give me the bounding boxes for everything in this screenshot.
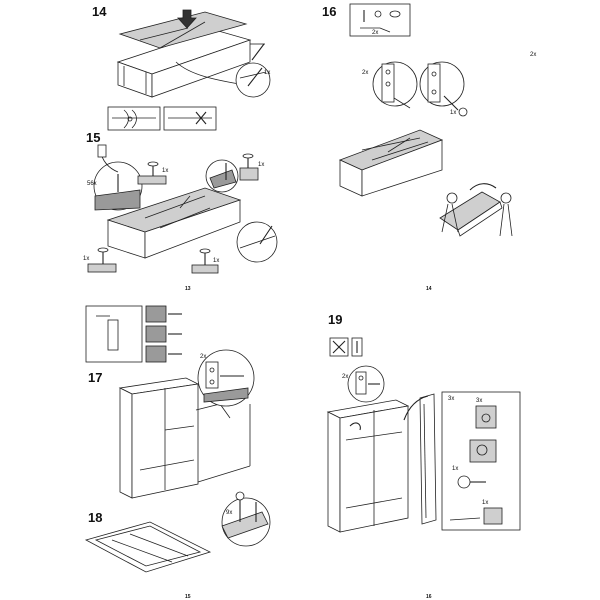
step-15-cabinet-back-illustration <box>106 187 242 259</box>
step-16-parts-box: 2x <box>349 3 411 37</box>
manual-page-15: 17 2x 18 9x 15 <box>0 300 300 600</box>
step-14-zoom-circle: 1x <box>235 62 271 98</box>
qty-56x-nails: 56x <box>87 181 97 187</box>
qty-1x-hinge-screw: 1x <box>452 466 458 472</box>
step-14-cabinet-top-illustration <box>116 9 265 98</box>
qty-1x-b: 1x <box>258 162 264 168</box>
manual-page-13: 14 1x 15 <box>0 0 300 300</box>
qty-1x-screw: 1x <box>450 110 456 116</box>
qty-3x-hinge: 3x <box>448 396 454 402</box>
step-19-number: 19 <box>328 312 342 327</box>
qty-2x-box: 2x <box>372 30 378 36</box>
page-number-14: 14 <box>426 286 432 292</box>
qty-1x-hinge-screw-b: 1x <box>482 500 488 506</box>
qty-2x-side: 2x <box>530 52 536 58</box>
step-15-zoom-nail-hammer: 56x <box>87 144 143 211</box>
step-16-cabinet-illustration <box>338 129 444 197</box>
qty-1x-a: 1x <box>162 168 168 174</box>
step-19-zoom-hinge: 2x <box>342 365 385 403</box>
step-14-number: 14 <box>92 4 107 19</box>
step-15-nail-icon-bottom-left: 1x <box>83 247 117 273</box>
qty-3x-hinge-b: 3x <box>476 398 482 404</box>
step-16-zoom-bracket-left: 2x <box>362 61 418 109</box>
step-17-number: 17 <box>88 370 102 385</box>
step-14-detail-wrong <box>163 106 217 131</box>
step-18-plinth-illustration <box>84 521 212 573</box>
step-19-door-illustration <box>403 393 437 525</box>
step-15-zoom-right: 1x <box>205 153 264 193</box>
step-19-tools-icons <box>329 337 363 357</box>
step-16-lift-illustration <box>439 183 513 237</box>
step-19-wardrobe-illustration <box>326 399 410 533</box>
step-17-wardrobe-illustration <box>118 377 251 499</box>
page-number-13: 13 <box>185 286 191 292</box>
qty-1x-step14: 1x <box>264 70 270 76</box>
step-16-side-qty: 2x <box>530 48 560 58</box>
qty-1x-d: 1x <box>213 258 219 264</box>
manual-page-16: 19 2x 3x 3x 1x 1x <box>300 300 600 600</box>
qty-2x-wall-bracket: 2x <box>200 354 206 360</box>
step-17-zoom-bracket: 2x <box>197 349 255 407</box>
step-16-number: 16 <box>322 4 336 19</box>
step-17-wall-fixing-info-box <box>85 305 182 363</box>
qty-1x-c: 1x <box>83 256 89 262</box>
page-number-16: 16 <box>426 594 432 600</box>
step-15-nail-icon-1: 1x <box>137 161 168 185</box>
manual-page-14: 16 2x 2x 1x <box>300 0 600 300</box>
step-18-zoom-screw: 9x <box>221 491 271 547</box>
step-15-zoom-bottom-right <box>236 221 278 263</box>
page-number-15: 15 <box>185 594 191 600</box>
step-16-zoom-bracket-right: 1x <box>419 61 468 117</box>
step-19-hinge-detail-box: 3x 3x 1x 1x <box>441 391 521 531</box>
step-18-number: 18 <box>88 510 102 525</box>
qty-2x-hinge: 2x <box>342 374 348 380</box>
step-15-nail-icon-bottom-mid: 1x <box>191 248 219 274</box>
qty-2x-bracket: 2x <box>362 70 368 76</box>
qty-9x-screws: 9x <box>226 510 232 516</box>
step-15-number: 15 <box>86 130 100 145</box>
step-14-detail-correct <box>107 106 161 131</box>
